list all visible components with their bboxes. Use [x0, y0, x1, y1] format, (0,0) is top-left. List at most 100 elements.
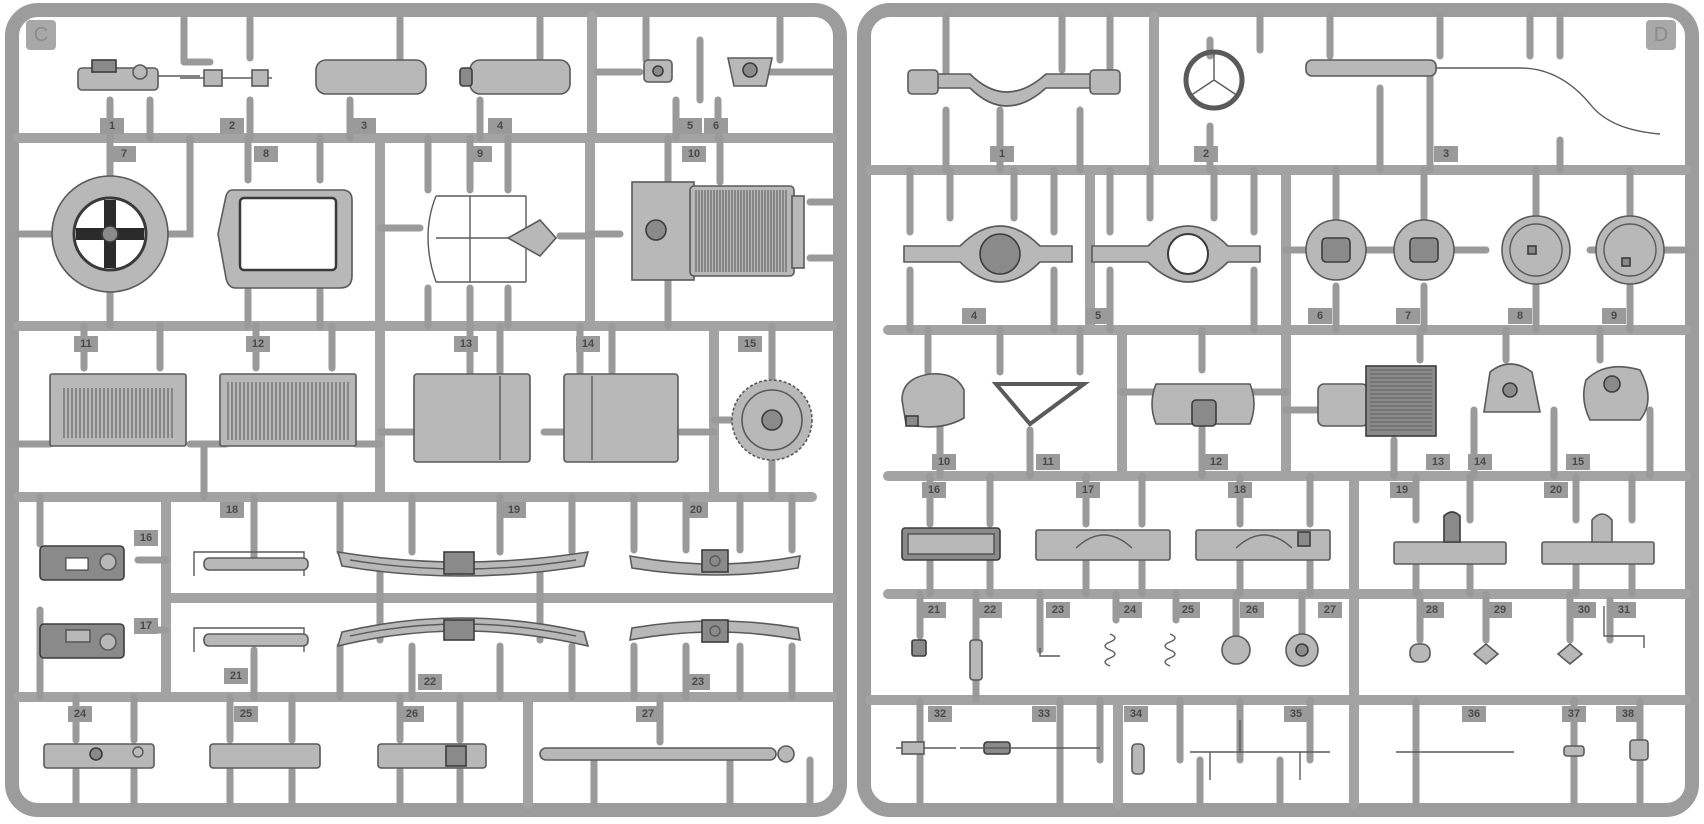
- part-number-c-9: 9: [477, 148, 483, 160]
- part-d-34: [1131, 743, 1145, 775]
- part-tag-c-22: 22: [418, 674, 442, 690]
- part-tag-c-13: 13: [454, 336, 478, 352]
- part-d-32: [896, 741, 956, 755]
- part-number-d-29: 29: [1494, 604, 1506, 616]
- part-d-19: [1393, 511, 1507, 565]
- part-tag-c-24: 24: [68, 706, 92, 722]
- part-number-c-19: 19: [508, 504, 520, 516]
- part-c-18: [193, 551, 309, 576]
- part-d-2: [1183, 49, 1245, 111]
- part-tag-d-13: 13: [1426, 454, 1450, 470]
- part-tag-d-33: 33: [1032, 706, 1056, 722]
- part-number-c-7: 7: [121, 148, 127, 160]
- part-tag-d-28: 28: [1420, 602, 1444, 618]
- part-d-28: [1409, 643, 1431, 663]
- part-d-17: [1035, 529, 1171, 561]
- part-tag-c-27: 27: [636, 706, 660, 722]
- part-tag-d-9: 9: [1602, 308, 1626, 324]
- part-tag-c-23: 23: [686, 674, 710, 690]
- part-tag-d-17: 17: [1076, 482, 1100, 498]
- part-tag-d-5: 5: [1086, 308, 1110, 324]
- part-tag-d-20: 20: [1544, 482, 1568, 498]
- part-number-c-27: 27: [642, 708, 654, 720]
- part-tag-d-1: 1: [990, 146, 1014, 162]
- part-tag-d-16: 16: [922, 482, 946, 498]
- part-d-13: [1317, 365, 1437, 437]
- part-tag-d-37: 37: [1562, 706, 1586, 722]
- sprue-c-frame: [5, 3, 847, 817]
- part-number-d-15: 15: [1572, 456, 1584, 468]
- part-tag-d-6: 6: [1308, 308, 1332, 324]
- part-number-d-34: 34: [1130, 708, 1143, 720]
- part-d-3: [1305, 59, 1661, 135]
- part-c-9: [427, 195, 558, 283]
- part-c-10: [631, 181, 805, 281]
- part-number-c-12: 12: [252, 338, 264, 350]
- part-c-8: [217, 189, 353, 289]
- part-d-23: [1039, 648, 1060, 657]
- part-d-30: [1556, 642, 1584, 666]
- part-number-d-10: 10: [938, 456, 950, 468]
- part-number-d-17: 17: [1082, 484, 1094, 496]
- part-number-c-18: 18: [226, 504, 238, 516]
- part-number-d-37: 37: [1568, 708, 1580, 720]
- part-tag-c-17: 17: [134, 618, 158, 634]
- part-tag-d-32: 32: [928, 706, 952, 722]
- part-d-4: [903, 225, 1073, 283]
- part-tag-d-29: 29: [1488, 602, 1512, 618]
- part-number-d-3: 3: [1443, 148, 1449, 160]
- part-c-3: [315, 59, 427, 95]
- part-number-d-30: 30: [1578, 604, 1590, 616]
- part-d-24: [1104, 633, 1116, 667]
- part-c-17: [39, 623, 125, 659]
- part-tag-d-7: 7: [1396, 308, 1420, 324]
- part-number-c-23: 23: [692, 676, 704, 688]
- part-number-d-38: 38: [1622, 708, 1634, 720]
- part-number-c-6: 6: [713, 120, 719, 132]
- part-c-15: [731, 379, 813, 461]
- part-number-d-18: 18: [1234, 484, 1246, 496]
- part-d-21: [911, 639, 927, 657]
- part-d-38: [1629, 739, 1649, 761]
- part-tag-c-19: 19: [502, 502, 526, 518]
- part-c-23: [629, 619, 801, 643]
- part-tag-d-12: 12: [1204, 454, 1228, 470]
- part-tag-d-35: 35: [1284, 706, 1308, 722]
- part-c-11: [49, 373, 187, 447]
- part-tag-c-12: 12: [246, 336, 270, 352]
- part-number-d-4: 4: [971, 310, 978, 322]
- part-c-24: [43, 743, 155, 769]
- part-d-22: [969, 639, 983, 681]
- part-number-c-3: 3: [361, 120, 367, 132]
- part-tag-c-9: 9: [468, 146, 492, 162]
- part-number-c-16: 16: [140, 532, 152, 544]
- part-d-18: [1195, 529, 1331, 561]
- part-number-d-27: 27: [1324, 604, 1336, 616]
- part-number-d-23: 23: [1052, 604, 1064, 616]
- part-number-c-22: 22: [424, 676, 436, 688]
- part-c-14: [563, 373, 679, 463]
- part-c-13: [413, 373, 531, 463]
- part-d-14: [1483, 363, 1541, 413]
- part-number-c-1: 1: [109, 120, 115, 132]
- part-tag-c-10: 10: [682, 146, 706, 162]
- part-d-1: [907, 69, 1121, 107]
- part-number-c-14: 14: [582, 338, 595, 350]
- part-tag-c-20: 20: [684, 502, 708, 518]
- part-number-d-28: 28: [1426, 604, 1438, 616]
- part-number-d-11: 11: [1042, 456, 1054, 468]
- part-number-d-12: 12: [1210, 456, 1222, 468]
- part-c-6: [727, 57, 773, 87]
- part-tag-d-25: 25: [1176, 602, 1200, 618]
- part-tag-d-11: 11: [1036, 454, 1060, 470]
- part-c-5: [643, 59, 673, 83]
- part-d-9: [1595, 215, 1665, 285]
- part-tag-d-18: 18: [1228, 482, 1252, 498]
- part-c-25: [209, 743, 321, 769]
- part-c-21: [193, 627, 309, 652]
- part-number-d-35: 35: [1290, 708, 1302, 720]
- part-tag-c-16: 16: [134, 530, 158, 546]
- part-tag-c-11: 11: [74, 336, 98, 352]
- part-number-d-5: 5: [1095, 310, 1101, 322]
